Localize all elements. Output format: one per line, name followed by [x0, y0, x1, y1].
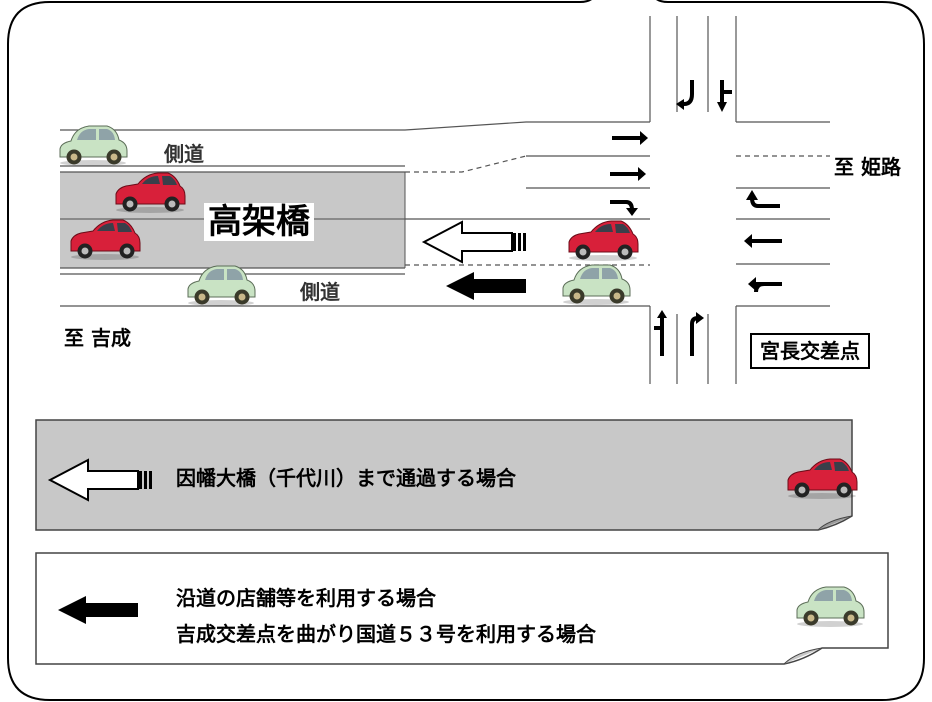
legend-local-text-1: 沿道の店舗等を利用する場合	[176, 586, 436, 610]
green-car-icon	[187, 265, 256, 307]
turn-arrow-icon	[610, 80, 782, 356]
direction-yoshinari: 至 吉成	[64, 326, 131, 350]
hollow-left-arrow-icon	[423, 221, 527, 263]
green-car-icon	[59, 125, 128, 167]
dashed-lines	[405, 155, 830, 266]
side-road-label-bottom: 側道	[300, 280, 340, 304]
side-road-label-top: 側道	[164, 142, 204, 166]
frame-gap-left	[579, 0, 592, 3]
green-car-icon	[562, 264, 631, 306]
frame-gap-right	[656, 0, 669, 3]
outer-frame	[7, 1, 925, 701]
direction-himeji: 至 姫路	[834, 155, 901, 179]
intersection-name-box: 宮長交差点	[750, 333, 870, 369]
solid-left-arrow-icon	[446, 272, 526, 300]
legend-local-text-2: 吉成交差点を曲がり国道５３号を利用する場合	[176, 622, 596, 646]
legend-through-text: 因幡大橋（千代川）まで通過する場合	[176, 466, 516, 490]
red-car-icon	[568, 220, 639, 262]
legend-box-local	[35, 552, 889, 665]
elevated-bridge-label: 高架橋	[204, 203, 314, 241]
